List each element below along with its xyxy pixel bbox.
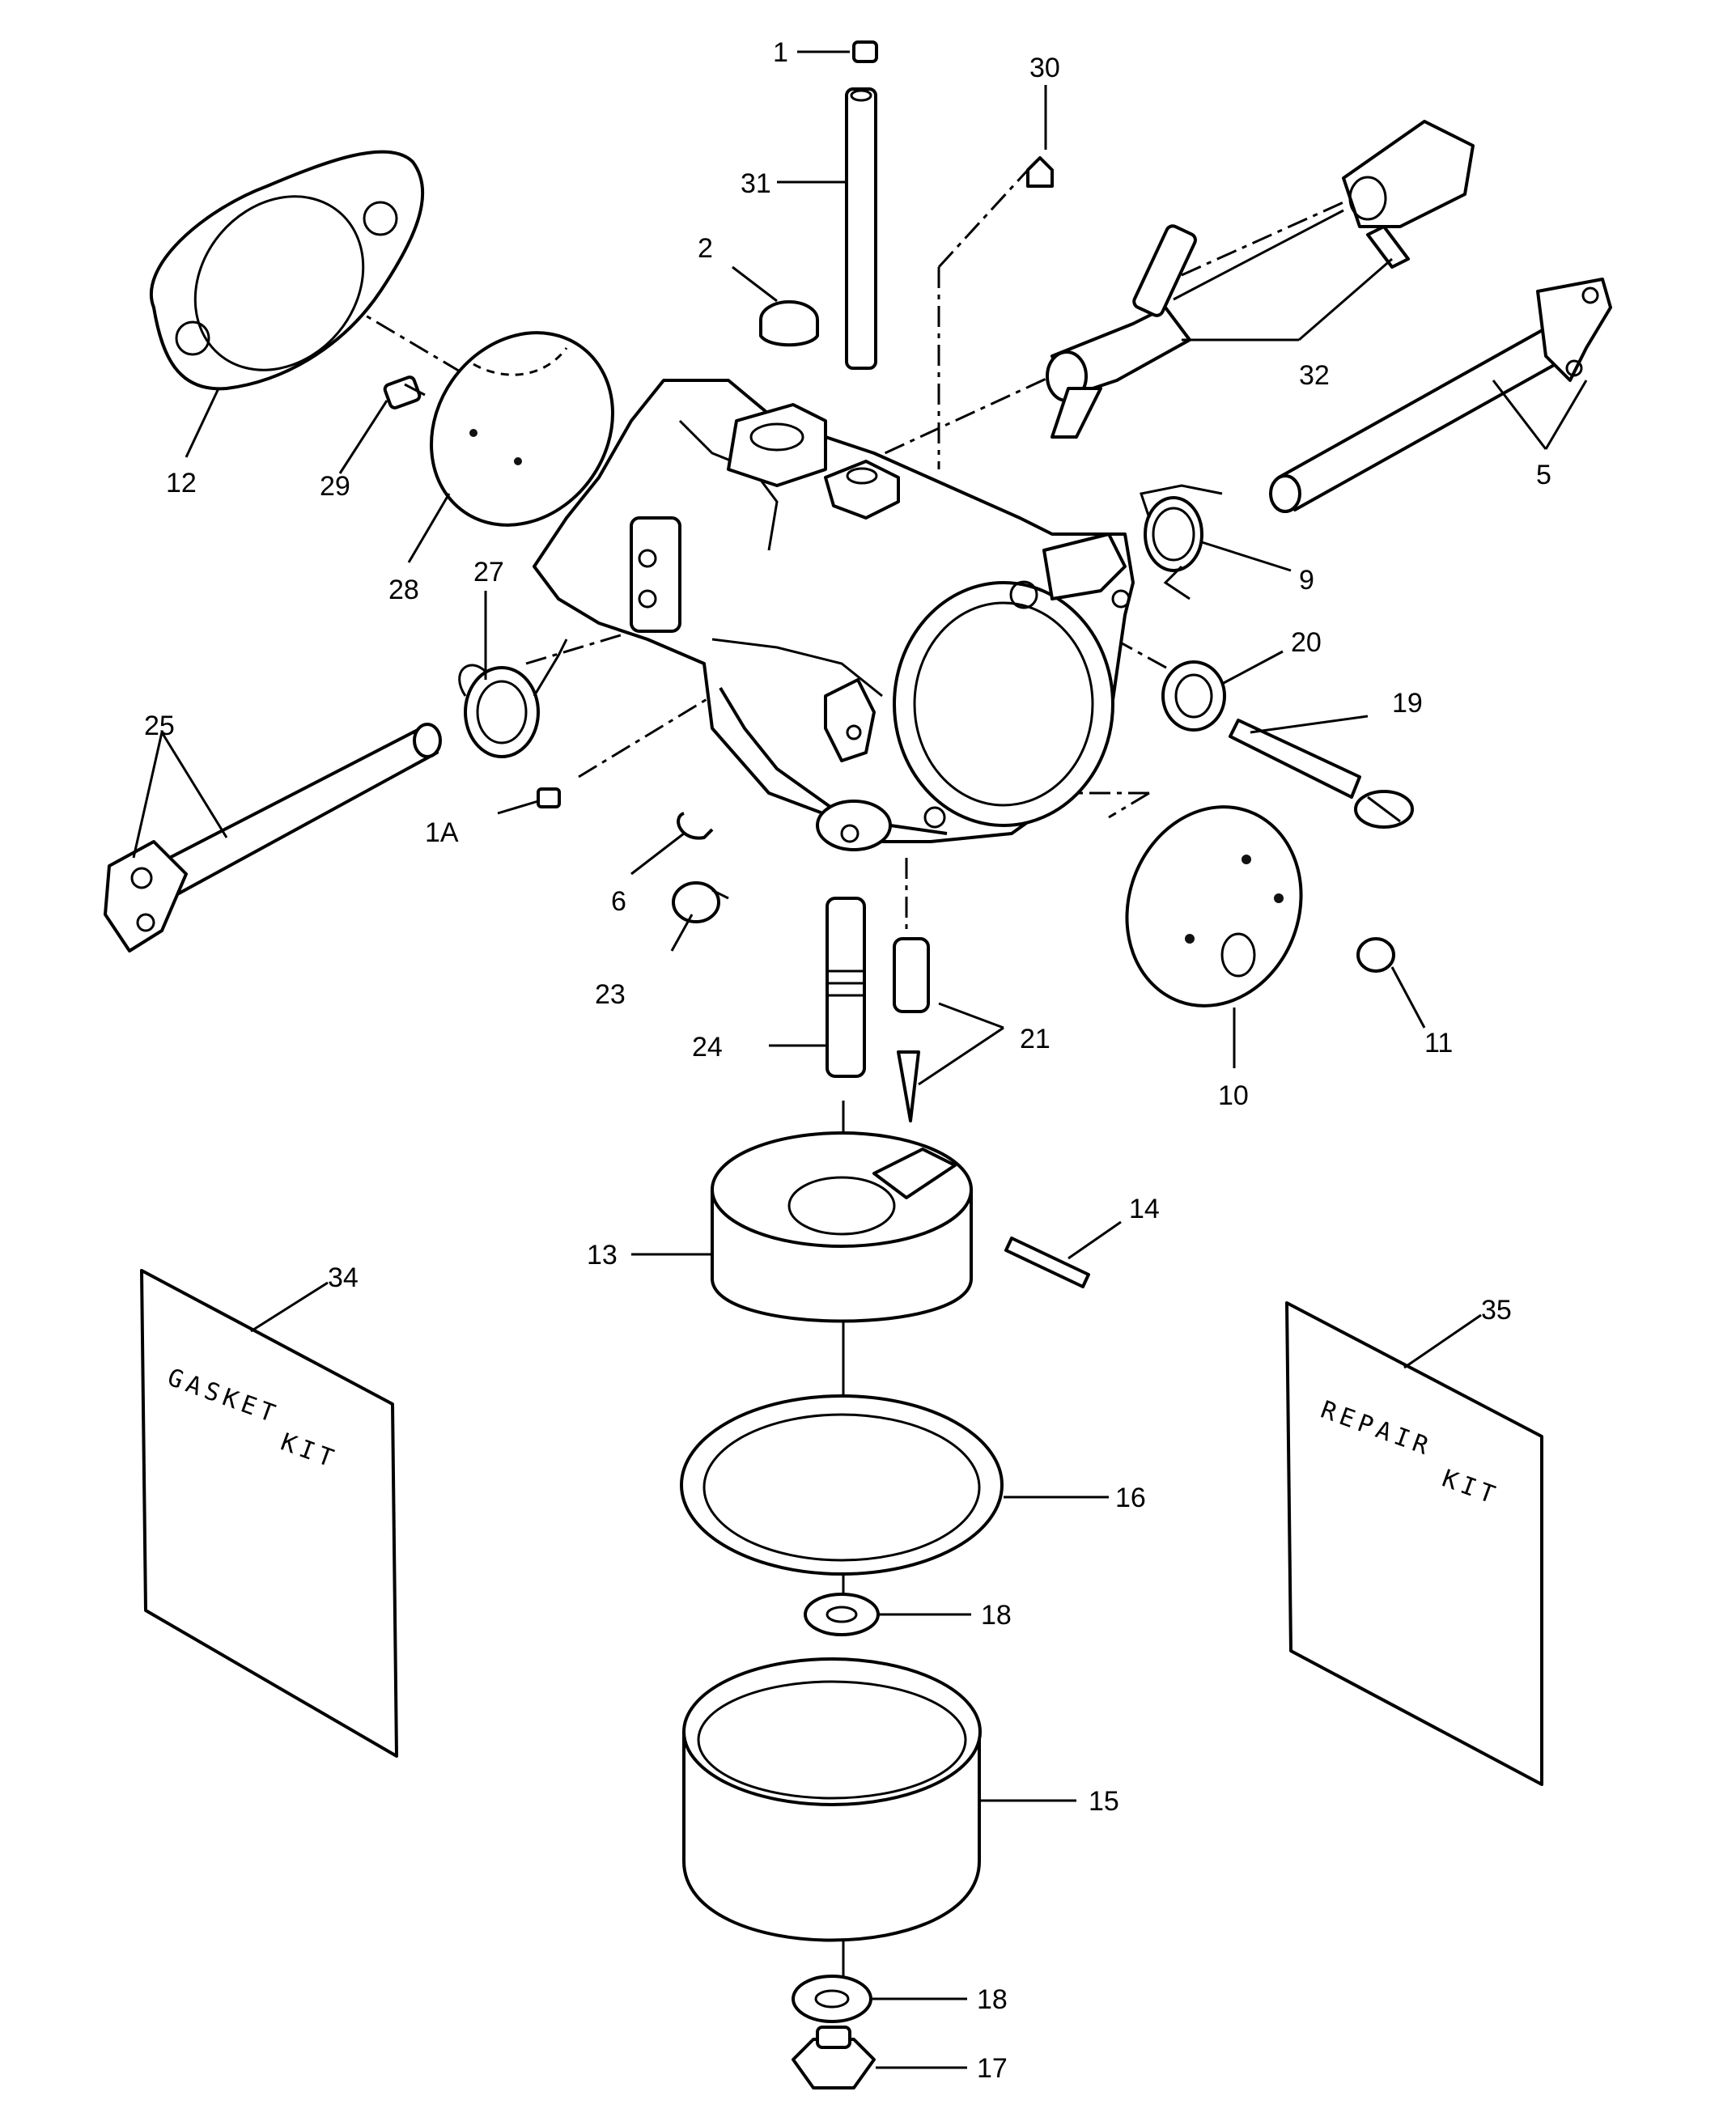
- fuel-fitting-32: [1046, 120, 1475, 439]
- choke-plate-10: [1125, 805, 1303, 1008]
- pin-14: [1004, 1237, 1090, 1288]
- nut-1: [852, 40, 878, 63]
- callout-2: 2: [698, 233, 713, 264]
- callout-35: 35: [1481, 1295, 1512, 1326]
- repair-kit-card-35: REPAIR KIT: [1285, 1301, 1543, 1786]
- callout-29: 29: [320, 471, 350, 502]
- callout-18b: 18: [977, 1984, 1008, 2015]
- callout-1a: 1A: [425, 817, 459, 848]
- float-bowl-15: [682, 1657, 982, 1942]
- needle-screw-19: [1229, 719, 1414, 829]
- callout-24: 24: [692, 1032, 723, 1063]
- bowl-nut-17: [792, 2026, 876, 2089]
- callout-16: 16: [1115, 1483, 1146, 1513]
- spring-27: [458, 638, 568, 758]
- callout-25: 25: [144, 711, 175, 741]
- callout-17: 17: [977, 2053, 1008, 2084]
- bowl-gasket-16: [680, 1394, 1004, 1576]
- callout-12: 12: [166, 468, 197, 498]
- callout-9: 9: [1299, 565, 1314, 596]
- spring-9: [1140, 484, 1223, 600]
- callout-28: 28: [388, 575, 419, 605]
- float-13: [711, 1131, 973, 1323]
- cap-30: [1026, 156, 1054, 188]
- callout-14: 14: [1129, 1194, 1160, 1224]
- shaft-5: [1269, 278, 1612, 513]
- screw-11: [1356, 937, 1395, 973]
- washer-18a: [804, 1593, 880, 1636]
- spring-20: [1161, 660, 1226, 732]
- plug-2: [759, 300, 819, 347]
- jet-24: [826, 897, 866, 1078]
- callout-18a: 18: [981, 1600, 1012, 1631]
- screw-29: [383, 375, 426, 409]
- callout-20: 20: [1291, 627, 1322, 658]
- callout-labels: 1 1A 2 5 6 9 10 11 12 13 14 15 16 17 18 …: [144, 37, 1551, 2084]
- carburetor-body: [533, 379, 1135, 851]
- callout-19: 19: [1392, 688, 1423, 719]
- callout-34: 34: [328, 1262, 359, 1293]
- callout-10: 10: [1218, 1080, 1249, 1111]
- callout-30: 30: [1029, 53, 1060, 83]
- callout-27: 27: [473, 557, 504, 588]
- screw-23: [672, 881, 729, 923]
- nut-1a: [537, 787, 561, 808]
- throttle-plate-28: [430, 331, 614, 527]
- washer-18b: [792, 1975, 872, 2023]
- callout-5: 5: [1536, 460, 1551, 490]
- callout-21: 21: [1020, 1024, 1051, 1054]
- callout-1: 1: [773, 37, 788, 68]
- tube-31: [845, 87, 877, 370]
- callout-32: 32: [1299, 360, 1330, 391]
- callout-15: 15: [1089, 1786, 1119, 1817]
- callout-13: 13: [587, 1240, 618, 1271]
- shaft-25: [104, 723, 442, 952]
- gasket-kit-card-34: GASKET KIT: [140, 1269, 398, 1758]
- callout-6: 6: [611, 886, 626, 917]
- callout-31: 31: [741, 168, 771, 199]
- callout-23: 23: [595, 979, 626, 1010]
- gasket-flange-12: [149, 150, 425, 391]
- needle-valve-21: [893, 937, 930, 1122]
- clip-6: [677, 812, 714, 840]
- callout-11: 11: [1424, 1028, 1453, 1058]
- leader-lines: [132, 50, 1588, 2069]
